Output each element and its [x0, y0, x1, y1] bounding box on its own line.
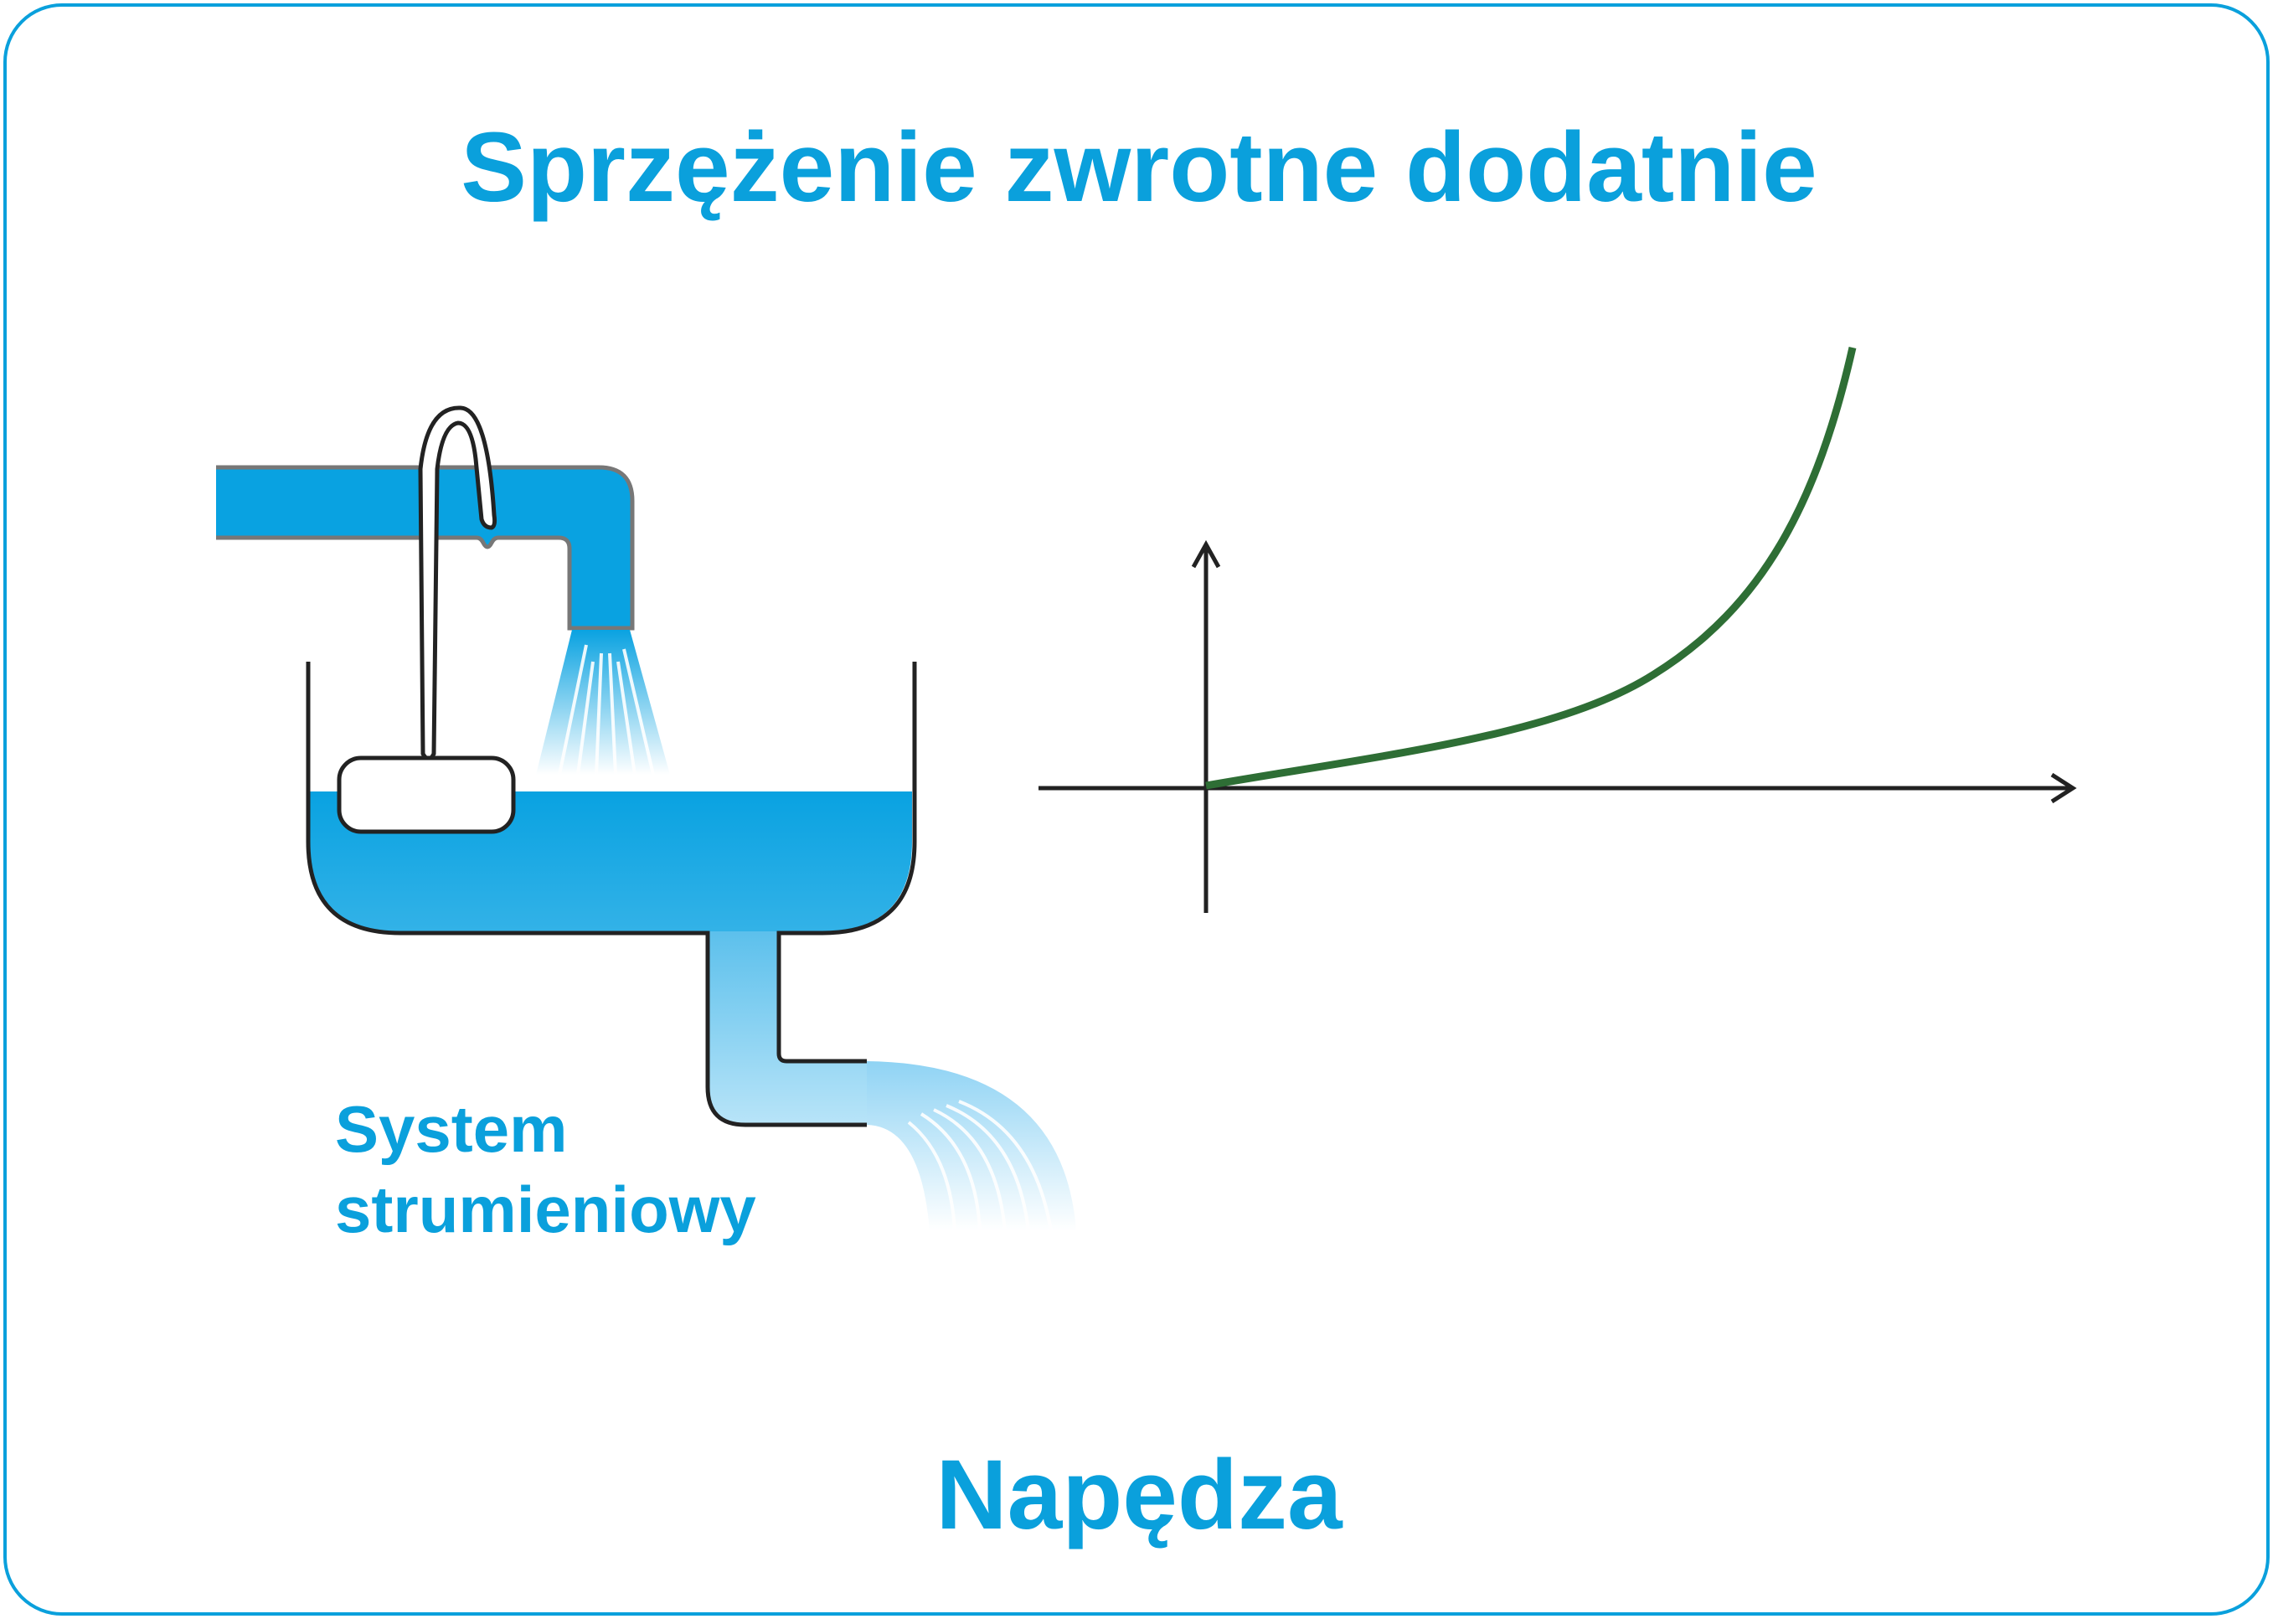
inlet-spray [536, 630, 670, 776]
system-label: System strumieniowy [335, 1089, 756, 1250]
graph-axes [1038, 539, 2077, 913]
growth-curve [1205, 347, 1857, 790]
system-label-line1: System [335, 1092, 568, 1166]
outlet-jet [867, 1061, 1076, 1232]
tank-water [310, 791, 912, 1125]
float [337, 755, 516, 834]
system-label-line2: strumieniowy [335, 1173, 756, 1246]
inlet-pipe [216, 465, 635, 631]
caption-text: Napędza [935, 1440, 1343, 1550]
float-valve [418, 405, 497, 761]
y-axis-arrow [1191, 539, 1221, 569]
x-axis-arrow [2050, 772, 2077, 804]
tank-outline [306, 662, 917, 1127]
page-title: Sprzężenie zwrotne dodatnie [461, 112, 1817, 223]
